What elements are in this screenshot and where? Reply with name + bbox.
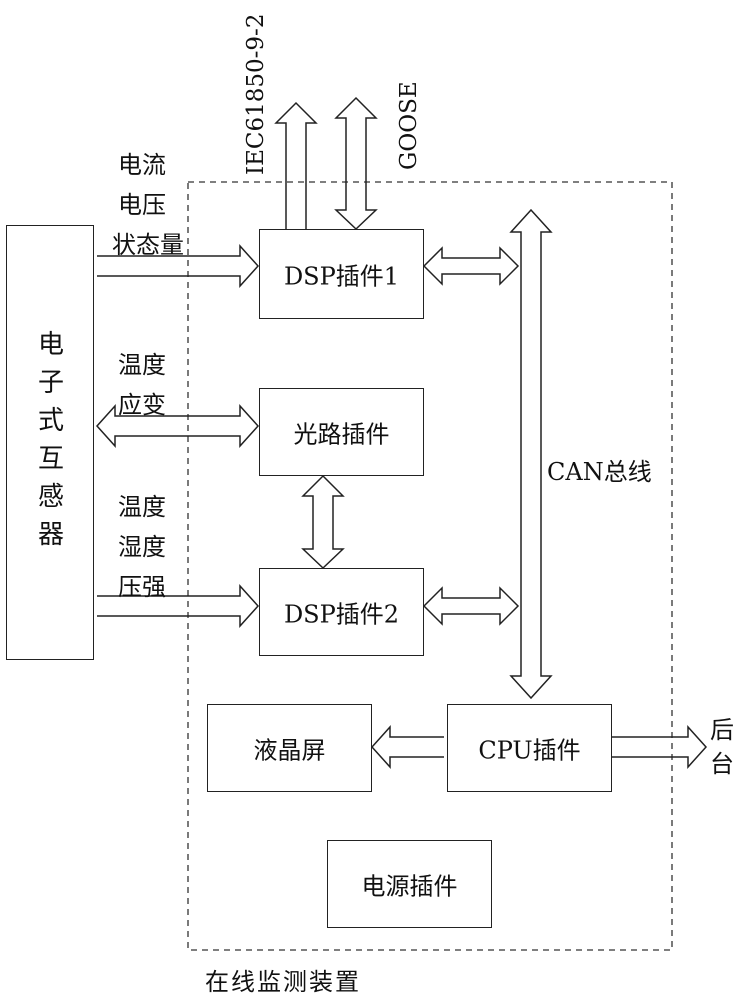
lcd-label: 液晶屏	[253, 736, 326, 765]
arrow-goose-bidir	[334, 96, 378, 231]
dsp1-label: DSP插件1	[283, 262, 400, 291]
arrow-cpu-to-lcd	[370, 725, 444, 769]
transformer-char: 子	[37, 368, 64, 398]
goose-label: GOOSE	[396, 81, 422, 170]
transformer-label: 电 子 式 互 感 器	[31, 326, 71, 554]
signal-pressure: 压强	[118, 573, 166, 601]
device-title: 在线监测装置	[205, 968, 361, 996]
electronic-transformer-box: 电 子 式 互 感 器	[6, 225, 94, 660]
arrow-optical-bidir	[95, 404, 260, 448]
dsp2-label: DSP插件2	[283, 600, 400, 629]
optical-module: 光路插件	[259, 388, 424, 476]
signal-voltage: 电压	[118, 191, 166, 219]
signal-status: 状态量	[112, 231, 184, 259]
transformer-char: 器	[37, 520, 64, 550]
backend-char: 后	[710, 716, 734, 744]
can-bus-label: CAN总线	[547, 458, 652, 486]
signal-temperature-2: 温度	[118, 493, 166, 521]
arrow-optical-dsp2	[301, 474, 345, 570]
signal-humidity: 湿度	[118, 533, 166, 561]
arrow-to-dsp1	[97, 244, 260, 288]
arrow-cpu-to-backend	[612, 725, 708, 769]
signal-current: 电流	[118, 151, 166, 179]
power-module: 电源插件	[327, 840, 492, 928]
transformer-char: 式	[37, 406, 64, 436]
arrow-dsp1-can	[422, 246, 520, 286]
cpu-label: CPU插件	[478, 736, 581, 765]
arrow-dsp2-can	[422, 586, 520, 626]
transformer-char: 感	[37, 482, 64, 512]
cpu-module: CPU插件	[447, 704, 612, 792]
signal-temperature-1: 温度	[118, 351, 166, 379]
backend-label: 后 台	[705, 713, 739, 781]
dsp2-module: DSP插件2	[259, 568, 424, 656]
optical-label: 光路插件	[293, 420, 390, 449]
arrow-to-dsp2	[97, 584, 260, 628]
can-bus-arrow	[509, 208, 553, 700]
power-label: 电源插件	[361, 872, 458, 901]
backend-char: 台	[710, 750, 734, 778]
lcd-module: 液晶屏	[207, 704, 372, 792]
iec-label: IEC61850-9-2	[243, 13, 269, 175]
signal-strain: 应变	[118, 391, 166, 419]
transformer-char: 互	[37, 444, 64, 474]
dsp1-module: DSP插件1	[259, 229, 424, 319]
arrow-iec-up	[274, 101, 318, 229]
transformer-char: 电	[37, 330, 64, 360]
device-enclosure	[187, 181, 673, 951]
